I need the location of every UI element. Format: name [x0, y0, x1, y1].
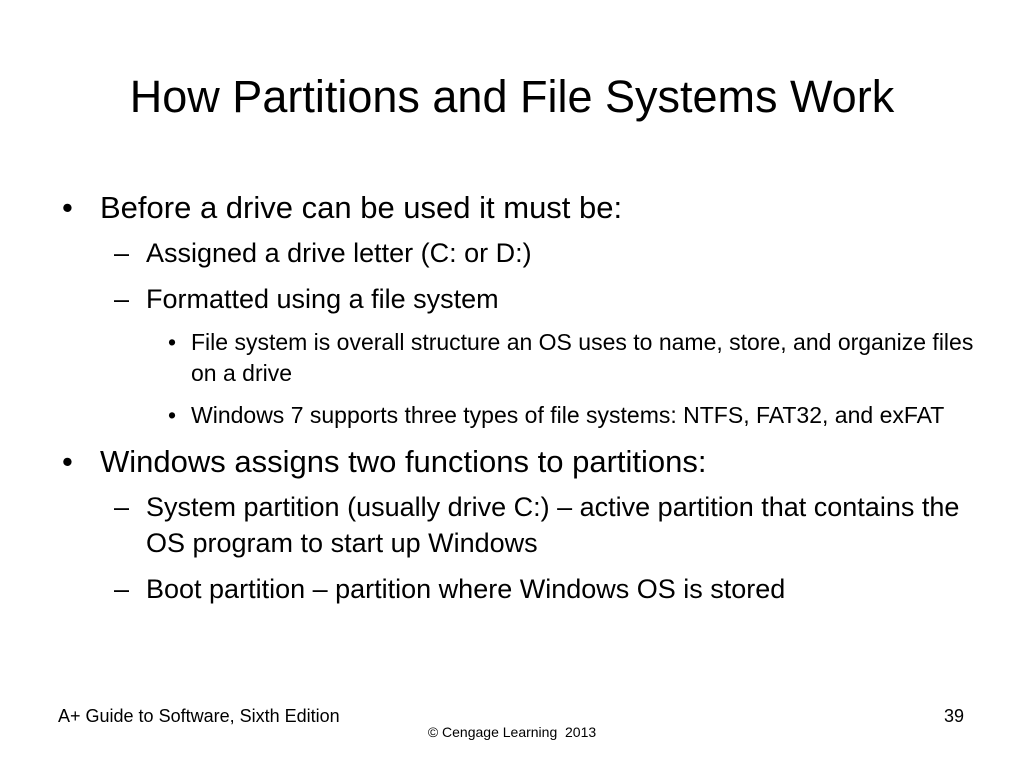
bullet-icon: • [168, 402, 177, 428]
sub-bullet-item: – Assigned a drive letter (C: or D:) [58, 235, 978, 271]
footer-book-title: A+ Guide to Software, Sixth Edition [58, 706, 340, 726]
bullet-text: Before a drive can be used it must be: [100, 190, 623, 225]
dash-icon: – [114, 238, 130, 268]
bullet-item: • Windows assigns two functions to parti… [58, 442, 978, 482]
dash-icon: – [114, 284, 130, 314]
sub-bullet-text: Formatted using a file system [146, 284, 499, 314]
sub-bullet-text: System partition (usually drive C:) – ac… [146, 492, 960, 558]
dash-icon: – [114, 492, 130, 522]
bullet-text: Windows assigns two functions to partiti… [100, 444, 707, 479]
sub-bullet-item: – Formatted using a file system [58, 281, 978, 317]
dash-icon: – [114, 574, 130, 604]
footer-page-number: 39 [943, 706, 964, 726]
bullet-icon: • [62, 190, 73, 225]
footer-copyright: © Cengage Learning 2013 [427, 724, 597, 740]
sub-sub-bullet-text: Windows 7 supports three types of file s… [191, 402, 945, 428]
bullet-icon: • [62, 444, 73, 479]
sub-bullet-item: – Boot partition – partition where Windo… [58, 571, 978, 607]
sub-sub-bullet-item: • Windows 7 supports three types of file… [58, 400, 978, 431]
bullet-item: • Before a drive can be used it must be: [58, 188, 978, 228]
sub-bullet-item: – System partition (usually drive C:) – … [58, 489, 978, 561]
bullet-icon: • [168, 329, 177, 355]
sub-sub-bullet-item: • File system is overall structure an OS… [58, 327, 978, 389]
sub-bullet-text: Assigned a drive letter (C: or D:) [146, 238, 532, 268]
slide-body: • Before a drive can be used it must be:… [58, 188, 978, 617]
sub-sub-bullet-text: File system is overall structure an OS u… [191, 329, 974, 386]
sub-bullet-text: Boot partition – partition where Windows… [146, 574, 786, 604]
slide-title: How Partitions and File Systems Work [129, 71, 895, 122]
